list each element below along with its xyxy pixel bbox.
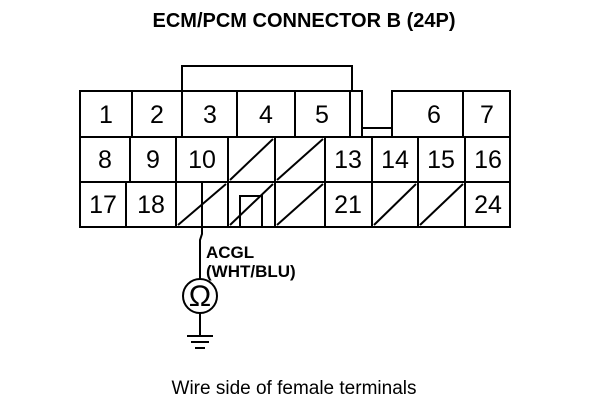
terminal-6: 6 bbox=[427, 101, 441, 129]
terminal-8: 8 bbox=[98, 146, 112, 174]
terminal-15: 15 bbox=[427, 146, 455, 174]
diagram-caption: Wire side of female terminals bbox=[172, 378, 417, 399]
wire-name-label: ACGL bbox=[206, 243, 254, 262]
empty-cavity-mark bbox=[229, 138, 274, 181]
terminal-2: 2 bbox=[150, 101, 164, 129]
terminal-5: 5 bbox=[315, 101, 329, 129]
terminal-18: 18 bbox=[137, 191, 165, 219]
terminal-9: 9 bbox=[146, 146, 160, 174]
terminal-16: 16 bbox=[474, 146, 502, 174]
wire-color-label: (WHT/BLU) bbox=[206, 262, 296, 281]
terminal-24: 24 bbox=[474, 191, 502, 219]
ohm-symbol: Ω bbox=[189, 280, 211, 313]
probe-lead bbox=[199, 182, 203, 280]
terminal-7: 7 bbox=[480, 101, 494, 129]
connector-key-notch bbox=[239, 195, 263, 227]
connector-body bbox=[79, 90, 511, 228]
terminal-1: 1 bbox=[99, 101, 113, 129]
terminal-21: 21 bbox=[334, 191, 362, 219]
terminal-17: 17 bbox=[89, 191, 117, 219]
ground-icon bbox=[187, 335, 213, 349]
empty-cavity-mark bbox=[373, 183, 417, 226]
connector-lock-tab bbox=[181, 65, 353, 91]
terminal-13: 13 bbox=[334, 146, 362, 174]
terminal-4: 4 bbox=[259, 101, 273, 129]
empty-cavity-mark bbox=[276, 183, 324, 226]
terminal-3: 3 bbox=[203, 101, 217, 129]
diagram-title: ECM/PCM CONNECTOR B (24P) bbox=[153, 10, 456, 32]
ohmmeter-icon: Ω bbox=[182, 278, 218, 314]
empty-cavity-mark bbox=[229, 183, 274, 226]
terminal-10: 10 bbox=[188, 146, 216, 174]
empty-cavity-mark bbox=[419, 183, 464, 226]
terminal-14: 14 bbox=[381, 146, 409, 174]
empty-cavity-mark bbox=[276, 138, 324, 181]
